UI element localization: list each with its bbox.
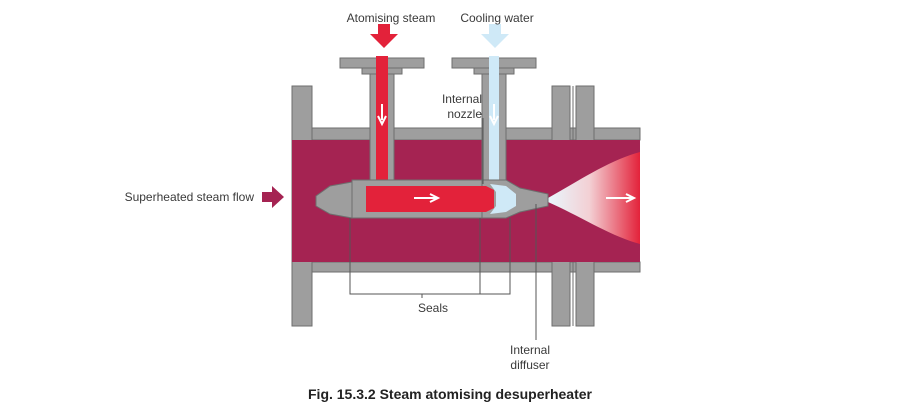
cooling-water-label: Cooling water (460, 11, 533, 25)
atomising-steam-label: Atomising steam (347, 11, 436, 25)
outlet-right-arrow-icon (606, 193, 637, 203)
internal-nozzle-label-line1: Internal (442, 92, 482, 106)
steam-inlet-pipe (339, 56, 425, 187)
spray-cone (548, 152, 640, 244)
figure-caption: Fig. 15.3.2 Steam atomising desuperheate… (308, 386, 592, 402)
superheated-steam-arrow-icon (262, 186, 284, 208)
leader-lines (349, 118, 537, 340)
flow-arrows (377, 104, 637, 203)
nozzle-right-arrow-icon (414, 193, 441, 203)
seals-label: Seals (418, 301, 448, 315)
cooling-water-arrow-icon (481, 24, 509, 48)
internal-nozzle-label-line2: nozzle (447, 107, 482, 121)
internal-diffuser-label-line1: Internal (510, 343, 550, 357)
steam-down-arrow-icon (377, 104, 387, 127)
water-down-arrow-icon (489, 104, 499, 127)
atomising-steam-arrow-icon (370, 24, 398, 48)
internal-diffuser-label-line2: diffuser (510, 358, 549, 372)
superheated-steam-flow-label: Superheated steam flow (125, 190, 255, 204)
